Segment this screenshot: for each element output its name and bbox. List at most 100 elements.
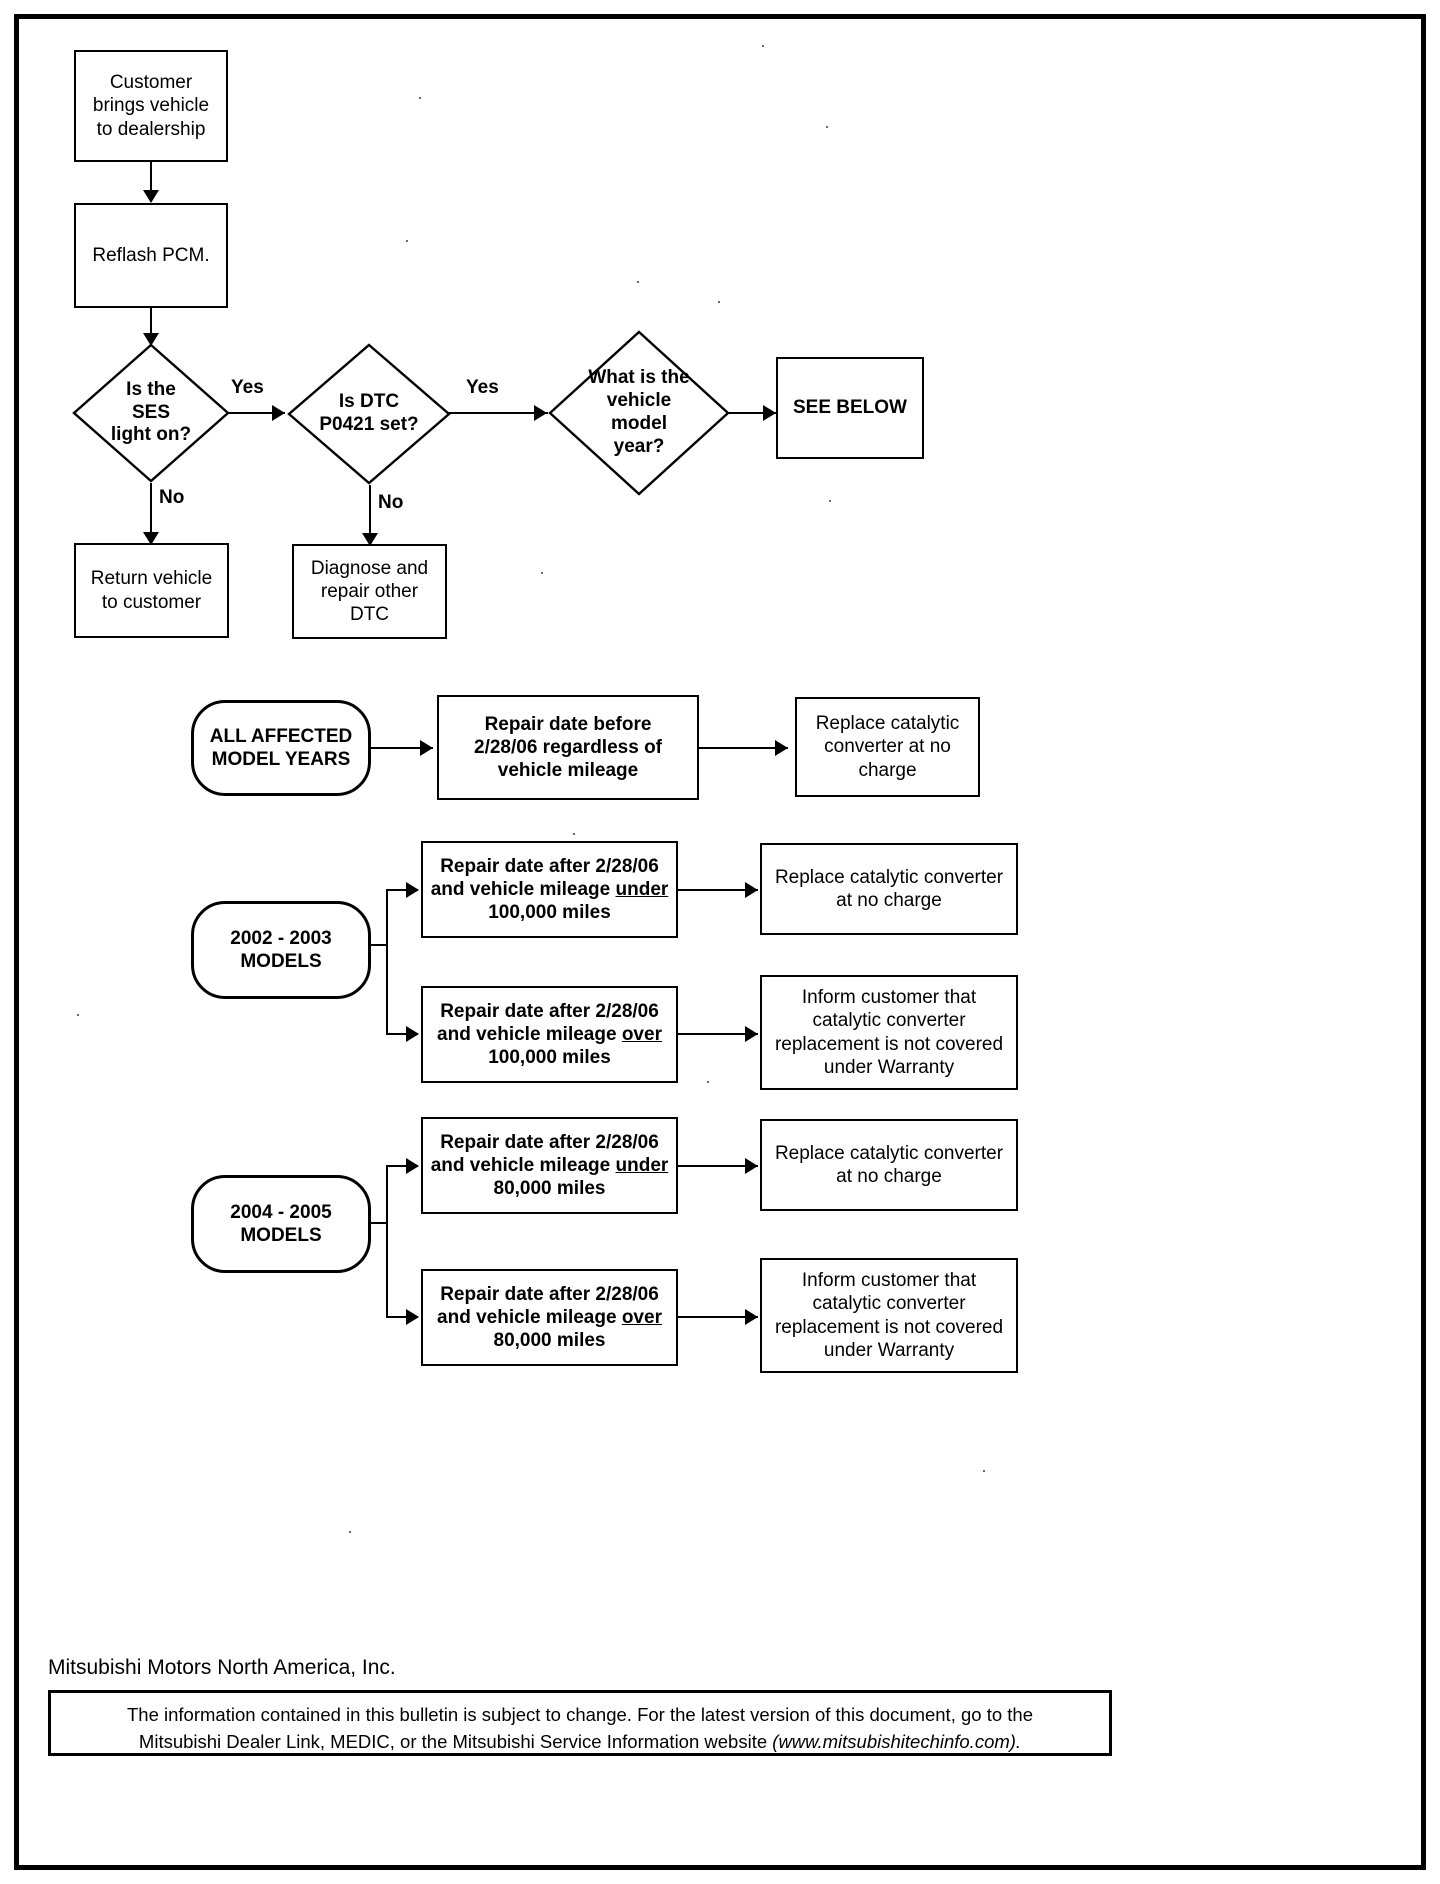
node-label: Inform customer that catalytic converter…: [774, 1270, 1004, 1361]
connector-2002-branch-stem: [371, 944, 388, 946]
diamond-shape: [287, 343, 451, 485]
edge-label-ses-no: No: [159, 487, 185, 508]
arrowhead-down: [362, 533, 378, 546]
node-not-covered-warranty-2: Inform customer that catalytic converter…: [760, 1258, 1018, 1373]
connector-repairbefore-to-replace1: [699, 747, 788, 749]
connector-2002-branch-top: [386, 889, 418, 891]
connector-reflash-to-ses: [150, 308, 152, 340]
scan-speck: [349, 1531, 351, 1533]
decision-label: What is the vehicle model year?: [588, 367, 690, 457]
connector-modelyear-to-seebelow: [728, 412, 777, 414]
node-label: Repair date before 2/28/06 regardless of…: [474, 713, 662, 782]
diamond-shape: [548, 330, 730, 496]
node-return-vehicle-to-customer: Return vehicle to customer: [74, 543, 229, 638]
scan-speck: [829, 500, 831, 502]
scan-speck: [637, 281, 639, 283]
connector-dtc-no: [369, 485, 371, 547]
scan-speck: [77, 1014, 79, 1016]
connector-under100k-to-replace2: [678, 889, 758, 891]
node-label: 2002 - 2003 MODELS: [230, 927, 332, 972]
arrowhead-down: [143, 532, 159, 545]
footer-company-name: Mitsubishi Motors North America, Inc.: [48, 1656, 396, 1679]
node-repair-after-over-80k: Repair date after 2/28/06 and vehicle mi…: [421, 1269, 678, 1366]
arrowhead-right: [775, 740, 788, 756]
node-label: ALL AFFECTED MODEL YEARS: [209, 725, 353, 770]
decision-ses-light-on: Is the SES light on?: [72, 343, 230, 483]
connector-customer-to-reflash: [150, 162, 152, 194]
node-label: Repair date after 2/28/06 and vehicle mi…: [430, 855, 669, 924]
node-label: Inform customer that catalytic converter…: [774, 987, 1004, 1078]
node-label: Customer brings vehicle to dealership: [92, 72, 210, 140]
scan-speck: [707, 1081, 709, 1083]
footer-website-link: (www.mitsubishitechinfo.com).: [772, 1730, 1022, 1752]
decision-label: Is DTC P0421 set?: [319, 391, 419, 435]
node-repair-after-over-100k: Repair date after 2/28/06 and vehicle mi…: [421, 986, 678, 1083]
node-label: Return vehicle to customer: [90, 568, 213, 613]
node-see-below: SEE BELOW: [776, 357, 924, 459]
connector-2004-branch-stem: [371, 1222, 388, 1224]
connector-2002-branch-bottom: [386, 1033, 418, 1035]
scan-speck: [826, 126, 828, 128]
arrowhead-right: [745, 1026, 758, 1042]
scan-speck: [762, 45, 764, 47]
node-repair-after-under-100k: Repair date after 2/28/06 and vehicle mi…: [421, 841, 678, 938]
connector-ses-no: [150, 483, 152, 546]
connector-2002-branch-vertical: [386, 889, 388, 1035]
footer-notice-line-1: The information contained in this bullet…: [127, 1704, 1033, 1725]
node-label: Repair date after 2/28/06 and vehicle mi…: [430, 1131, 669, 1200]
connector-ses-yes: [228, 412, 285, 414]
node-not-covered-warranty-1: Inform customer that catalytic converter…: [760, 975, 1018, 1090]
node-replace-catalytic-no-charge-1: Replace catalytic converter at no charge: [795, 697, 980, 797]
connector-2004-branch-top: [386, 1165, 418, 1167]
arrowhead-right: [745, 882, 758, 898]
arrowhead-right: [406, 1309, 419, 1325]
node-customer-brings-vehicle: Customer brings vehicle to dealership: [74, 50, 228, 162]
arrowhead-right: [406, 1158, 419, 1174]
arrowhead-right: [272, 405, 285, 421]
node-repair-after-under-80k: Repair date after 2/28/06 and vehicle mi…: [421, 1117, 678, 1214]
scan-speck: [983, 1470, 985, 1472]
footer-notice-line-2-text: Mitsubishi Dealer Link, MEDIC, or the Mi…: [138, 1730, 773, 1752]
node-label: Diagnose and repair other DTC: [310, 557, 429, 626]
node-label: Replace catalytic converter at no charge: [774, 866, 1004, 911]
arrowhead-right: [406, 882, 419, 898]
node-replace-catalytic-no-charge-3: Replace catalytic converter at no charge: [760, 1119, 1018, 1211]
decision-dtc-p0421-set: Is DTC P0421 set?: [287, 343, 451, 485]
connector-2004-branch-vertical: [386, 1165, 388, 1318]
arrowhead-right: [534, 405, 547, 421]
diamond-shape: [72, 343, 230, 483]
node-label: Repair date after 2/28/06 and vehicle mi…: [437, 1283, 662, 1352]
node-2002-2003-models: 2002 - 2003 MODELS: [191, 901, 371, 999]
node-label: Repair date after 2/28/06 and vehicle mi…: [437, 1000, 662, 1069]
node-repair-before-022806: Repair date before 2/28/06 regardless of…: [437, 695, 699, 800]
arrowhead-down: [143, 333, 159, 346]
connector-under80k-to-replace3: [678, 1165, 758, 1167]
connector-allaffected-to-repairbefore: [371, 747, 433, 749]
node-label: 2004 - 2005 MODELS: [230, 1201, 332, 1246]
scan-speck: [419, 97, 421, 99]
node-label: Replace catalytic converter at no charge: [774, 1142, 1004, 1187]
arrowhead-right: [763, 405, 776, 421]
page-border: [14, 14, 1426, 1870]
arrowhead-down: [143, 190, 159, 203]
scan-speck: [573, 833, 575, 835]
node-label: Replace catalytic converter at no charge: [815, 713, 960, 781]
node-all-affected-model-years: ALL AFFECTED MODEL YEARS: [191, 700, 371, 796]
arrowhead-right: [406, 1026, 419, 1042]
node-label: SEE BELOW: [792, 397, 907, 419]
arrowhead-right: [420, 740, 433, 756]
node-label: Reflash PCM.: [92, 244, 210, 266]
decision-label: Is the SES light on?: [110, 378, 192, 446]
node-replace-catalytic-no-charge-2: Replace catalytic converter at no charge: [760, 843, 1018, 935]
node-2004-2005-models: 2004 - 2005 MODELS: [191, 1175, 371, 1273]
footer-notice-line-2: Mitsubishi Dealer Link, MEDIC, or the Mi…: [65, 1729, 1095, 1756]
arrowhead-right: [745, 1309, 758, 1325]
scan-speck: [718, 301, 720, 303]
footer-notice-box: The information contained in this bullet…: [48, 1690, 1112, 1756]
scan-speck: [406, 240, 408, 242]
connector-2004-branch-bottom: [386, 1316, 418, 1318]
connector-over100k-to-notcovered1: [678, 1033, 758, 1035]
connector-dtc-yes: [449, 412, 548, 414]
scan-speck: [541, 572, 543, 574]
